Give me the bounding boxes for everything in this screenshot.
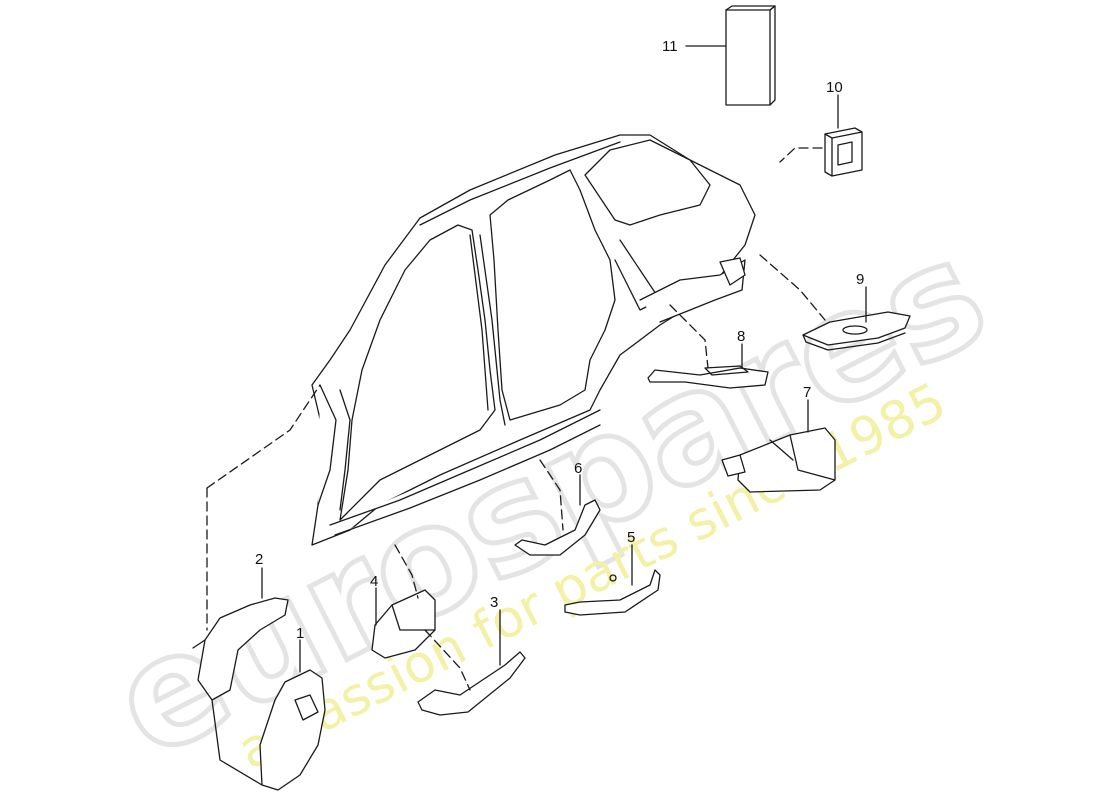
part-8-bracket <box>647 304 769 389</box>
callout-11: 11 <box>662 38 678 55</box>
callout-2: 2 <box>255 551 263 568</box>
part-5-strip <box>564 544 661 616</box>
part-7-housing <box>721 399 836 493</box>
callout-labels: 1 2 3 4 5 6 7 8 9 10 11 <box>255 38 864 642</box>
part-10-clip <box>779 94 863 177</box>
part-2-bracket <box>192 567 289 701</box>
part-11-pad <box>685 5 776 106</box>
part-4-panel <box>371 544 436 659</box>
part-6-bracket <box>514 459 601 556</box>
callout-9: 9 <box>856 271 864 288</box>
callout-6: 6 <box>574 460 582 477</box>
body-side-panel <box>311 134 756 546</box>
callout-8: 8 <box>737 328 745 345</box>
part-3-bracket <box>417 609 526 716</box>
part-1-panel <box>206 384 326 791</box>
callout-10: 10 <box>826 79 843 96</box>
callout-5: 5 <box>627 529 635 546</box>
callout-3: 3 <box>490 594 498 611</box>
part-9-plate <box>759 254 911 351</box>
callout-4: 4 <box>370 573 378 590</box>
callout-1: 1 <box>296 625 304 642</box>
callout-7: 7 <box>803 384 811 401</box>
